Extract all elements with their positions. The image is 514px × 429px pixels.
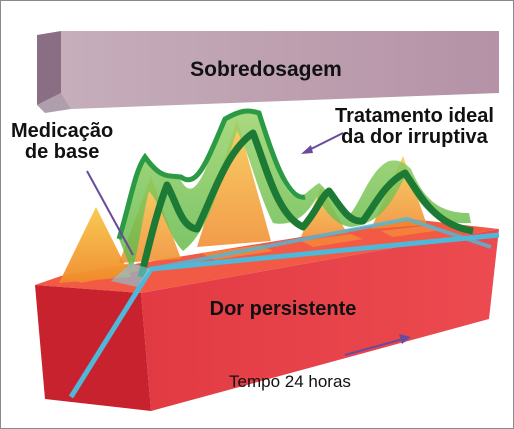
ideal-treatment-label-line2: da dor irruptiva — [341, 126, 488, 148]
pain-block-front — [141, 229, 499, 411]
overdose-label: Sobredosagem — [190, 58, 342, 81]
baseline-medication-label-line2: de base — [24, 141, 100, 163]
baseline-medication-label: Medicação de base — [11, 121, 113, 163]
ideal-treatment-band — [116, 108, 474, 278]
ideal-treatment-label: Tratamento ideal da dor irruptiva — [335, 106, 494, 148]
arrow-ideal-treatment — [301, 132, 344, 154]
ideal-treatment-label-line1: Tratamento ideal — [335, 105, 494, 127]
baseline-medication-label-line1: Medicação — [11, 120, 114, 142]
pain-block-left — [35, 285, 151, 411]
time-axis-label: Tempo 24 horas — [229, 372, 351, 391]
peak-4 — [301, 187, 347, 237]
overdose-block — [37, 31, 499, 113]
arrow-time-axis — [344, 334, 411, 356]
persistent-pain-label: Dor persistente — [209, 298, 357, 320]
baseline-medication-line — [68, 216, 500, 399]
peak-5 — [371, 156, 427, 229]
peak-3 — [197, 119, 271, 247]
overdose-block-side — [37, 31, 61, 105]
peak-1 — [59, 207, 131, 283]
arrow-baseline-medication — [86, 170, 134, 256]
